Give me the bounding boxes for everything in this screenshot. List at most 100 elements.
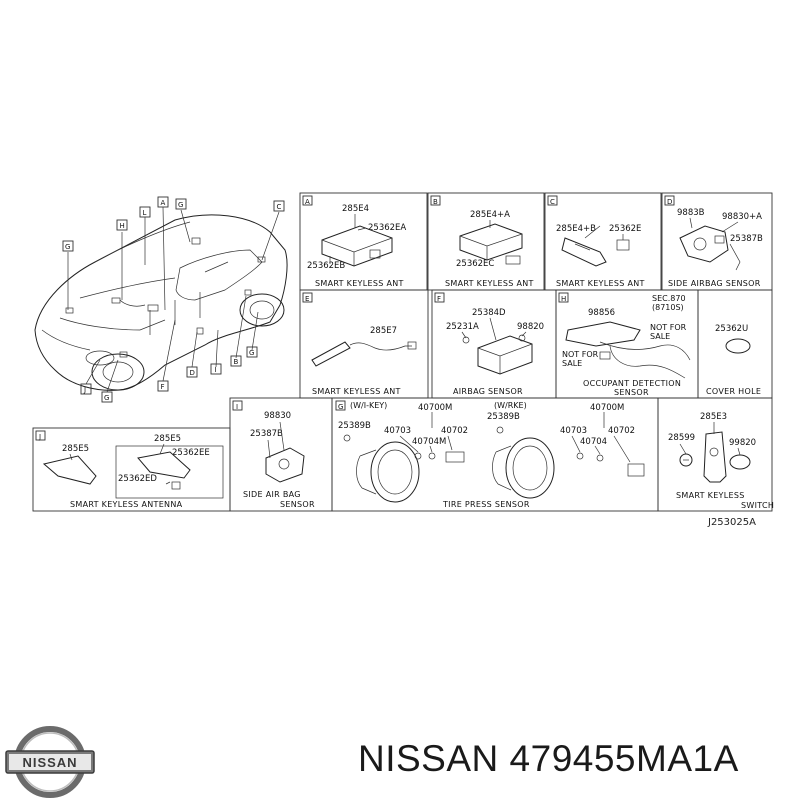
panel-e: E 285E7 SMART KEYLESS ANT [299, 289, 429, 399]
part-number: 9883B [677, 208, 705, 218]
part-number: 25362EA [368, 223, 406, 233]
panel-a: A 285E4 25362EA 25362EB SMART KEYLESS AN… [299, 192, 428, 291]
svg-text:SMART KEYLESS ANT: SMART KEYLESS ANT [556, 279, 645, 288]
svg-text:D: D [190, 369, 195, 377]
svg-text:SIDE AIRBAG SENSOR: SIDE AIRBAG SENSOR [668, 279, 761, 288]
panel-j: J 285E5 285E5 25362EE 25362ED SMART KEYL… [32, 427, 231, 512]
svg-text:F: F [437, 295, 441, 303]
callout-j: J [80, 383, 92, 395]
svg-text:G: G [178, 201, 183, 209]
part-number: 25384D [472, 308, 506, 318]
svg-text:E: E [305, 295, 309, 303]
svg-text:B: B [433, 198, 438, 206]
part-number: 25387B [730, 234, 763, 244]
svg-text:SIDE AIR BAG: SIDE AIR BAG [243, 490, 301, 499]
part-number: 285E4 [342, 204, 369, 214]
part-number: 40703 [384, 426, 411, 436]
svg-text:G: G [104, 394, 109, 402]
svg-text:C: C [550, 198, 555, 206]
svg-text:G: G [65, 243, 70, 251]
svg-text:NOT FOR: NOT FOR [650, 323, 687, 332]
svg-text:SWITCH: SWITCH [741, 501, 774, 510]
panel-g: G (W/I-KEY) (W/RKE) 40700M 25389B 40703 … [331, 397, 659, 512]
part-number: 40703 [560, 426, 587, 436]
svg-text:SMART KEYLESS ANTENNA: SMART KEYLESS ANTENNA [70, 500, 183, 509]
svg-text:(8710S): (8710S) [652, 303, 684, 312]
svg-text:H: H [561, 295, 566, 303]
part-number: 40700M [590, 403, 624, 413]
part-number: 99820 [729, 438, 756, 448]
svg-text:TIRE PRESS SENSOR: TIRE PRESS SENSOR [442, 500, 530, 509]
svg-text:A: A [305, 198, 310, 206]
callout-a: A [157, 196, 169, 208]
nissan-logo: NISSAN [5, 726, 95, 798]
svg-text:J: J [83, 386, 86, 394]
panel-cover-hole: 25362U COVER HOLE [697, 289, 773, 399]
svg-text:C: C [277, 203, 282, 211]
svg-text:SMART KEYLESS ANT: SMART KEYLESS ANT [445, 279, 534, 288]
panel-keyless-switch: 285E3 28599 99820 SMART KEYLESS SWITCH [657, 397, 774, 512]
svg-text:OCCUPANT DETECTION: OCCUPANT DETECTION [583, 379, 681, 388]
part-number: 28599 [668, 433, 695, 443]
panel-b: B 285E4+A 25362EC SMART KEYLESS ANT [427, 192, 545, 291]
callout-d: D [186, 366, 198, 378]
part-number: 285E7 [370, 326, 397, 336]
part-number: 25362U [715, 324, 748, 334]
part-number: 25362ED [118, 474, 157, 484]
panel-c: C 285E4+B 25362E SMART KEYLESS ANT [544, 192, 662, 291]
svg-text:AIRBAG SENSOR: AIRBAG SENSOR [453, 387, 523, 396]
part-number: 25362EC [456, 259, 494, 269]
part-number: 40702 [608, 426, 635, 436]
svg-text:SMART KEYLESS ANT: SMART KEYLESS ANT [315, 279, 404, 288]
svg-text:G: G [249, 349, 254, 357]
svg-text:D: D [667, 198, 672, 206]
part-number: 98830+A [722, 212, 762, 222]
part-number: 25231A [446, 322, 479, 332]
svg-text:L: L [143, 209, 147, 217]
part-number: 285E5 [62, 444, 89, 454]
part-number: 40702 [441, 426, 468, 436]
diagram-reference: J253025A [707, 517, 756, 528]
part-number: 25387B [250, 429, 283, 439]
svg-text:SALE: SALE [562, 359, 582, 368]
svg-text:G: G [338, 403, 343, 411]
svg-text:H: H [120, 222, 125, 230]
logo-wordmark: NISSAN [22, 755, 77, 770]
svg-text:SENSOR: SENSOR [280, 500, 315, 509]
svg-text:SALE: SALE [650, 332, 670, 341]
part-number: 285E4+A [470, 210, 510, 220]
callout-b: B [230, 355, 242, 367]
car-callouts: H L A G C G J G F D I B G [62, 196, 285, 403]
callout-c: C [273, 200, 285, 212]
callout-h: H [116, 219, 128, 231]
parts-diagram: H L A G C G J G F D I B G A 285E4 25362E… [32, 192, 774, 528]
svg-text:SENSOR: SENSOR [614, 388, 649, 397]
part-number: 40704 [580, 437, 607, 447]
part-number: 25362EE [172, 448, 210, 458]
svg-text:SMART KEYLESS: SMART KEYLESS [676, 491, 745, 500]
callout-g-right: G [246, 346, 258, 358]
svg-text:I: I [215, 366, 217, 374]
part-number: 98830 [264, 411, 291, 421]
callout-l: L [139, 206, 151, 218]
part-number: 285E3 [700, 412, 727, 422]
part-number: 285E4+B [556, 224, 596, 234]
svg-text:COVER HOLE: COVER HOLE [706, 387, 761, 396]
callout-g-left: G [62, 240, 74, 252]
svg-text:I: I [236, 403, 238, 411]
svg-text:SMART KEYLESS ANT: SMART KEYLESS ANT [312, 387, 401, 396]
part-number: 40704M [412, 437, 446, 447]
callout-i: I [210, 363, 222, 375]
panel-f: F 25384D 25231A 98820 AIRBAG SENSOR [431, 289, 557, 399]
callout-g-bottom: G [101, 391, 113, 403]
panel-i: I 98830 25387B SIDE AIR BAG SENSOR [229, 397, 333, 512]
svg-text:(W/I-KEY): (W/I-KEY) [350, 401, 387, 410]
svg-text:A: A [161, 199, 166, 207]
callout-g-top: G [175, 198, 187, 210]
part-number: 285E5 [154, 434, 181, 444]
part-number: 25389B [487, 412, 520, 422]
vehicle-illustration [34, 206, 288, 393]
svg-text:J: J [38, 433, 41, 441]
part-number: 98856 [588, 308, 615, 318]
svg-text:SEC.870: SEC.870 [652, 294, 686, 303]
